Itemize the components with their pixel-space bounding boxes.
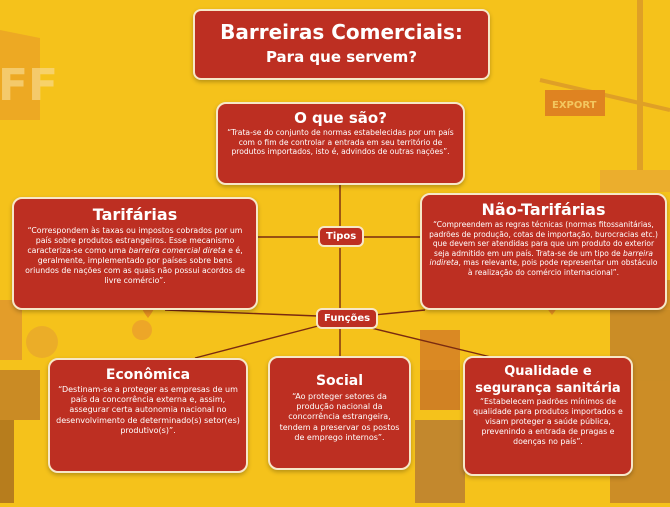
tarifarias-box: Tarifárias “Correspondem às taxas ou imp… <box>12 197 258 310</box>
scale-sign: EXPORT <box>552 100 597 111</box>
definition-box: O que são? “Trata-se do conjunto de norm… <box>216 102 465 185</box>
social-heading: Social <box>315 373 364 389</box>
tarifarias-text-b: e é, geralmente, implementado por países… <box>25 245 245 285</box>
qualidade-heading-1: Qualidade e <box>504 364 592 379</box>
container-stacks-left <box>0 300 152 503</box>
qualidade-text: “Estabelecem padrões mínimos de qualidad… <box>473 397 623 446</box>
social-box: Social “Ao proteger setores da produção … <box>268 356 411 470</box>
tarifarias-text-a: “Correspondem às taxas ou impostos cobra… <box>27 226 243 255</box>
tarifarias-heading: Tarifárias <box>92 205 178 224</box>
nao-tarifarias-box: Não-Tarifárias “Compreendem as regras té… <box>420 193 667 310</box>
economica-box: Econômica “Destinam-se a proteger as emp… <box>48 358 248 473</box>
tarifarias-text: “Correspondem às taxas ou impostos cobra… <box>20 226 250 286</box>
economica-heading: Econômica <box>105 367 191 383</box>
nao-tarifarias-text-b: , mas relevante, pois pode representar u… <box>458 258 658 277</box>
nao-tarifarias-heading: Não-Tarifárias <box>481 200 606 219</box>
nao-tarifarias-text: “Compreendem as regras técnicas (normas … <box>428 220 659 278</box>
qualidade-box: Qualidade e segurança sanitária “Estabel… <box>463 356 633 476</box>
definition-text: “Trata-se do conjunto de normas estabele… <box>227 128 454 157</box>
title-line-2: Para que servem? <box>265 48 418 66</box>
title-line-1: Barreiras Comerciais: <box>220 20 463 44</box>
economica-text: “Destinam-se a proteger as empresas de u… <box>56 385 240 435</box>
nao-tarifarias-emphasis: barreira indireta <box>429 248 653 268</box>
tipos-label: Tipos <box>318 226 365 247</box>
shipping-container-left <box>0 30 40 120</box>
qualidade-heading-2: segurança sanitária <box>475 381 621 396</box>
nao-tarifarias-text-a: “Compreendem as regras técnicas (normas … <box>429 220 658 258</box>
tarifarias-emphasis: barreira comercial direta <box>128 245 226 255</box>
funcoes-label: Funções <box>316 308 379 329</box>
social-text: “Ao proteger setores da produção naciona… <box>279 392 400 442</box>
scale-icon <box>539 0 670 192</box>
definition-heading: O que são? <box>294 109 387 127</box>
container-letters: FF <box>0 60 58 111</box>
title-box: Barreiras Comerciais: Para que servem? <box>193 9 490 80</box>
